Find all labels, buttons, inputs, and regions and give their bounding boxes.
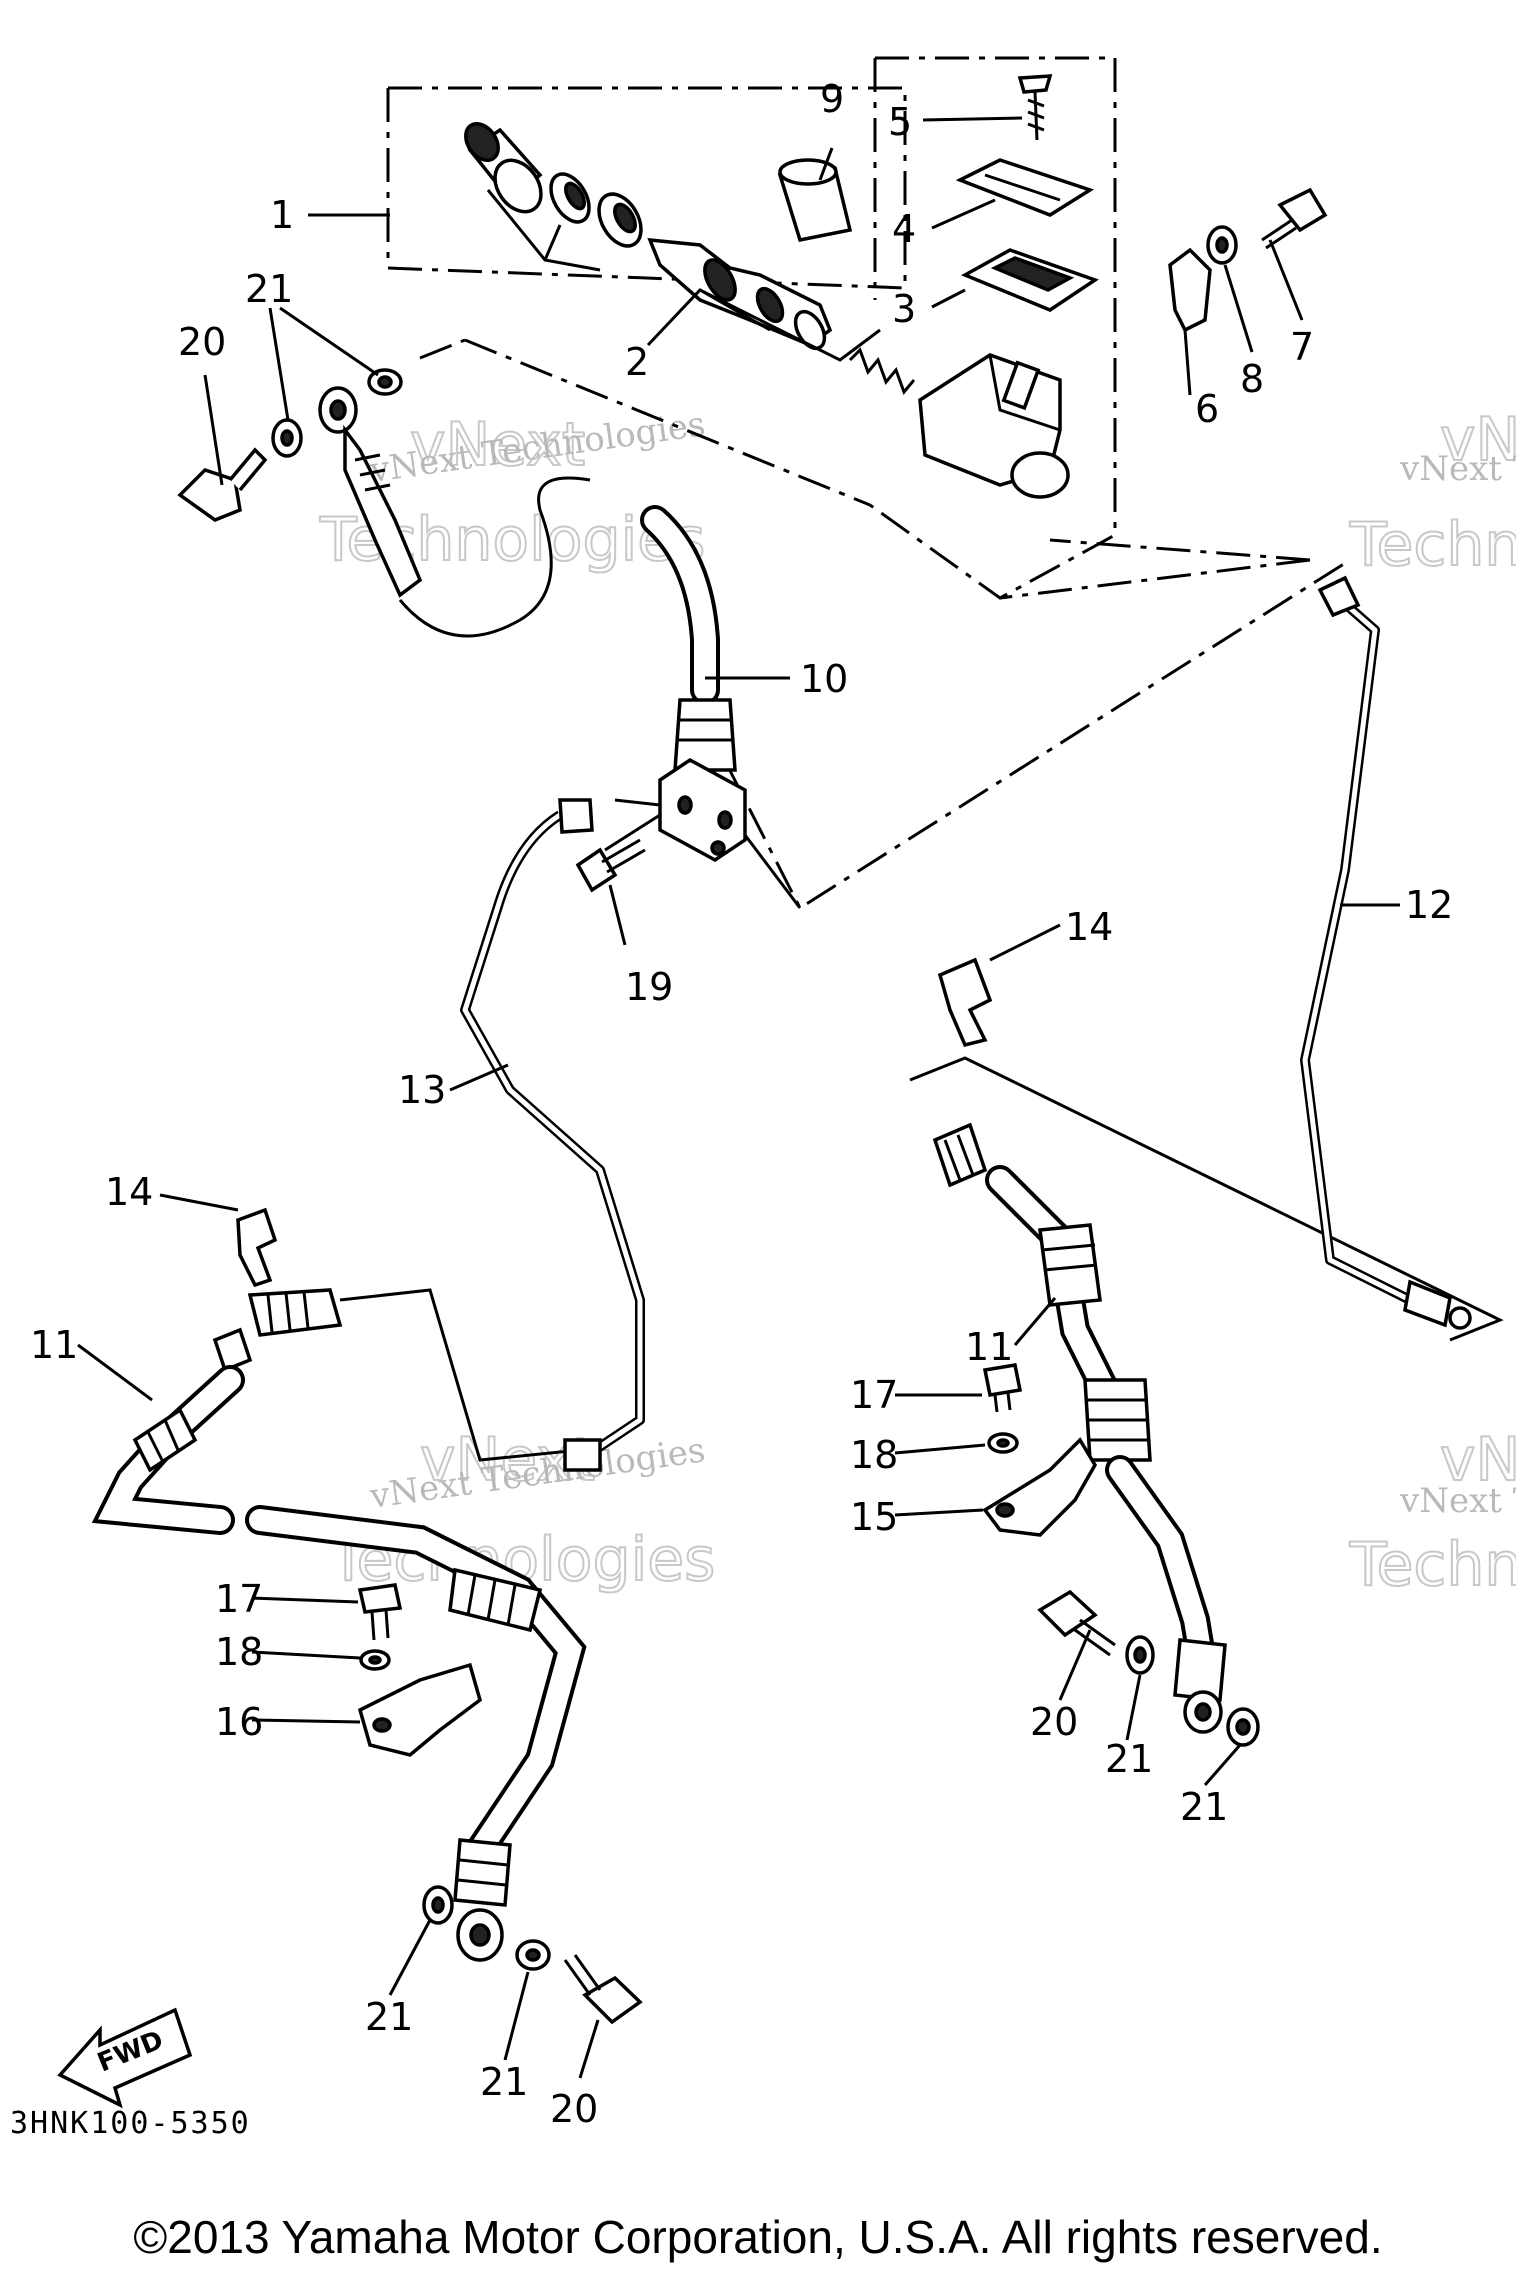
copyright-notice: ©2013 Yamaha Motor Corporation, U.S.A. A… <box>133 2211 1383 2263</box>
hose-11-right <box>932 957 1260 1747</box>
callout-7: 7 <box>1290 325 1314 369</box>
callout-5: 5 <box>888 100 912 144</box>
watermark-edge-big-bottom: Techn <box>1349 510 1516 580</box>
callout-14-right: 14 <box>1065 905 1113 949</box>
hose-11-left <box>91 1207 643 2025</box>
watermark-edge-top: vN Techn vNext T <box>1348 404 1516 581</box>
pipe-12 <box>743 575 1472 1330</box>
watermark-edge-big-top: vN <box>1440 1425 1516 1495</box>
master-cylinder-parts <box>464 74 1328 499</box>
callout-21-bottom-a: 21 <box>365 1995 413 2039</box>
callout-4: 4 <box>892 207 916 251</box>
callout-21-top: 21 <box>245 267 293 311</box>
callout-10: 10 <box>800 657 848 701</box>
callout-21-right-b: 21 <box>1180 1785 1228 1829</box>
banjo-upper-left <box>177 368 423 598</box>
callout-17-right: 17 <box>850 1373 898 1417</box>
callout-15: 15 <box>850 1495 898 1539</box>
callout-21-right-a: 21 <box>1105 1737 1153 1781</box>
callout-12: 12 <box>1405 883 1453 927</box>
callout-6: 6 <box>1195 387 1219 431</box>
callout-18-right: 18 <box>850 1433 898 1477</box>
callout-labels: 1 2 3 4 5 6 7 8 9 10 11 11 12 13 14 14 1… <box>30 77 1453 2131</box>
diagram-part-code: 3HNK100-5350 <box>10 2106 251 2141</box>
watermark-edge-company: vNext T <box>1399 1481 1516 1521</box>
watermark-edge-company: vNext T <box>1399 449 1516 489</box>
callout-20-right: 20 <box>1030 1700 1078 1744</box>
callout-11-left: 11 <box>30 1323 78 1367</box>
callout-13: 13 <box>398 1068 446 1112</box>
pipe-13 <box>460 798 661 1472</box>
callout-19: 19 <box>625 965 673 1009</box>
callout-17-left: 17 <box>215 1577 263 1621</box>
callout-20-bottom: 20 <box>550 2087 598 2131</box>
callout-14-left: 14 <box>105 1170 153 1214</box>
callout-1: 1 <box>270 193 294 237</box>
fwd-arrow-icon: FWD <box>57 2007 193 2109</box>
callout-8: 8 <box>1240 357 1264 401</box>
watermark-edge-big-bottom: Techn <box>1349 1530 1516 1600</box>
callout-18-left: 18 <box>215 1630 263 1674</box>
watermark-center-bottom: vNext Technologies vNext Technologies <box>328 1424 716 1596</box>
callout-20-top: 20 <box>178 320 226 364</box>
leader-lines <box>77 116 1400 2079</box>
callout-16: 16 <box>215 1700 263 1744</box>
hose-10 <box>398 476 747 893</box>
callout-3: 3 <box>892 287 916 331</box>
callout-21-bottom-b: 21 <box>480 2060 528 2104</box>
watermark-edge-big-top: vN <box>1440 405 1516 475</box>
watermark-big-top: vNext <box>410 410 585 480</box>
callout-2: 2 <box>625 340 649 384</box>
callout-9: 9 <box>820 77 844 121</box>
watermark-edge-bottom: vN Techn vNext T <box>1348 1424 1516 1601</box>
callout-11-right: 11 <box>965 1325 1013 1369</box>
